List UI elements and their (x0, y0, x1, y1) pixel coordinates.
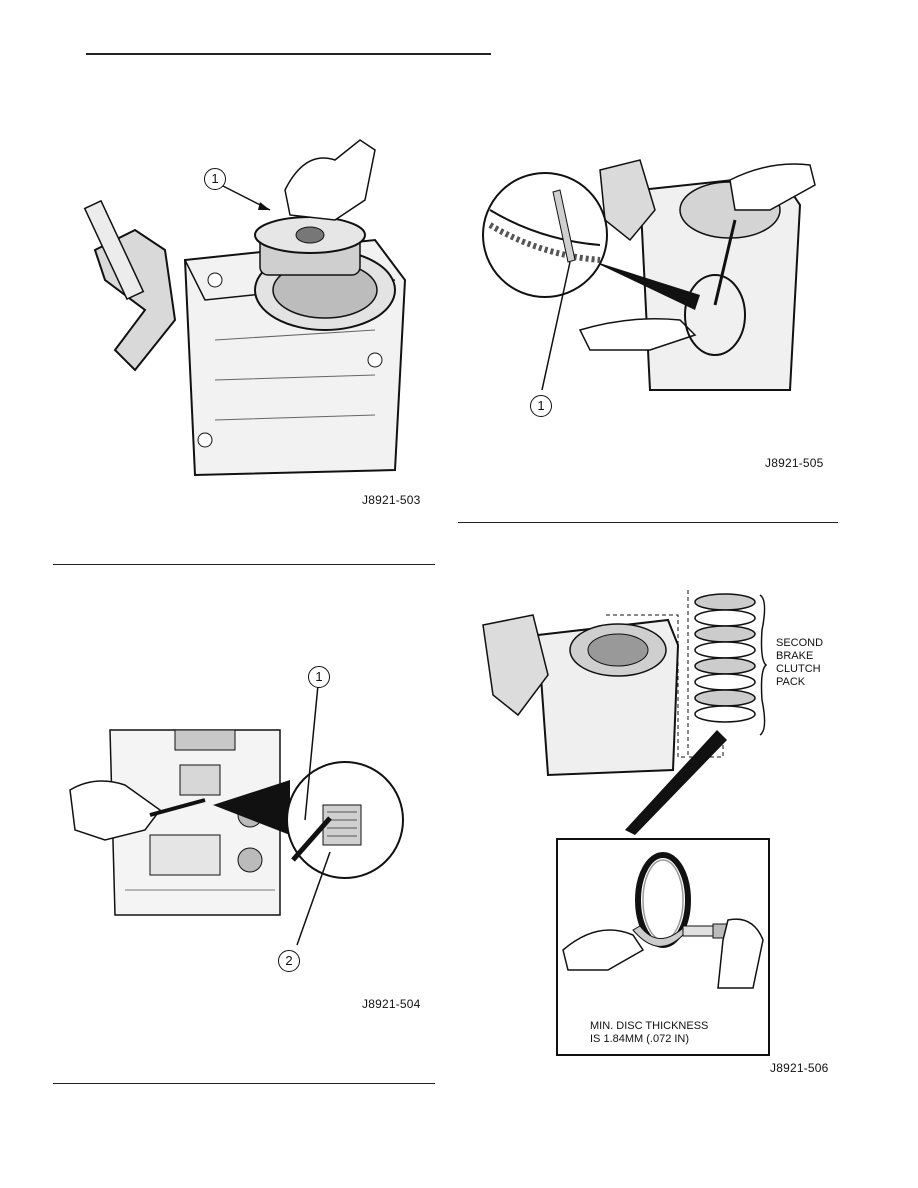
header-rule (86, 53, 491, 55)
callout-1: 1 (530, 395, 552, 417)
divider-rule (53, 1083, 435, 1084)
clutch-pack-illustration (482, 590, 724, 777)
figure-id: J8921-504 (362, 997, 421, 1011)
snap-ring-removal-illustration (482, 159, 816, 391)
disc-thickness-note-line: MIN. DISC THICKNESS (590, 1020, 709, 1032)
disc-thickness-note-line: IS 1.84MM (.072 IN) (590, 1033, 690, 1045)
disc-measurement-inset: MIN. DISC THICKNESS IS 1.84MM (.072 IN) (556, 838, 770, 1056)
valve-body-illustration (69, 684, 404, 946)
micrometer-measurement-illustration (562, 852, 764, 989)
transmission-case-illustration (83, 139, 407, 477)
zoom-pointer (625, 730, 727, 835)
clutch-pack-label: SECOND BRAKE CLUTCH PACK (776, 637, 823, 689)
clutch-disc-stack (694, 593, 768, 736)
callout-1: 1 (308, 666, 330, 688)
figure-id: J8921-506 (770, 1061, 829, 1075)
figure-id: J8921-503 (362, 493, 421, 507)
callout-1: 1 (204, 168, 226, 190)
divider-rule (458, 522, 838, 523)
figure-id: J8921-505 (765, 456, 824, 470)
clutch-pack-label-line: CLUTCH (776, 663, 821, 675)
callout-2: 2 (278, 950, 300, 972)
clutch-pack-label-line: PACK (776, 676, 806, 688)
clutch-pack-label-line: SECOND (776, 637, 824, 649)
divider-rule (53, 564, 435, 565)
disc-thickness-note: MIN. DISC THICKNESS IS 1.84MM (.072 IN) (590, 1020, 708, 1046)
clutch-pack-label-line: BRAKE (776, 650, 814, 662)
